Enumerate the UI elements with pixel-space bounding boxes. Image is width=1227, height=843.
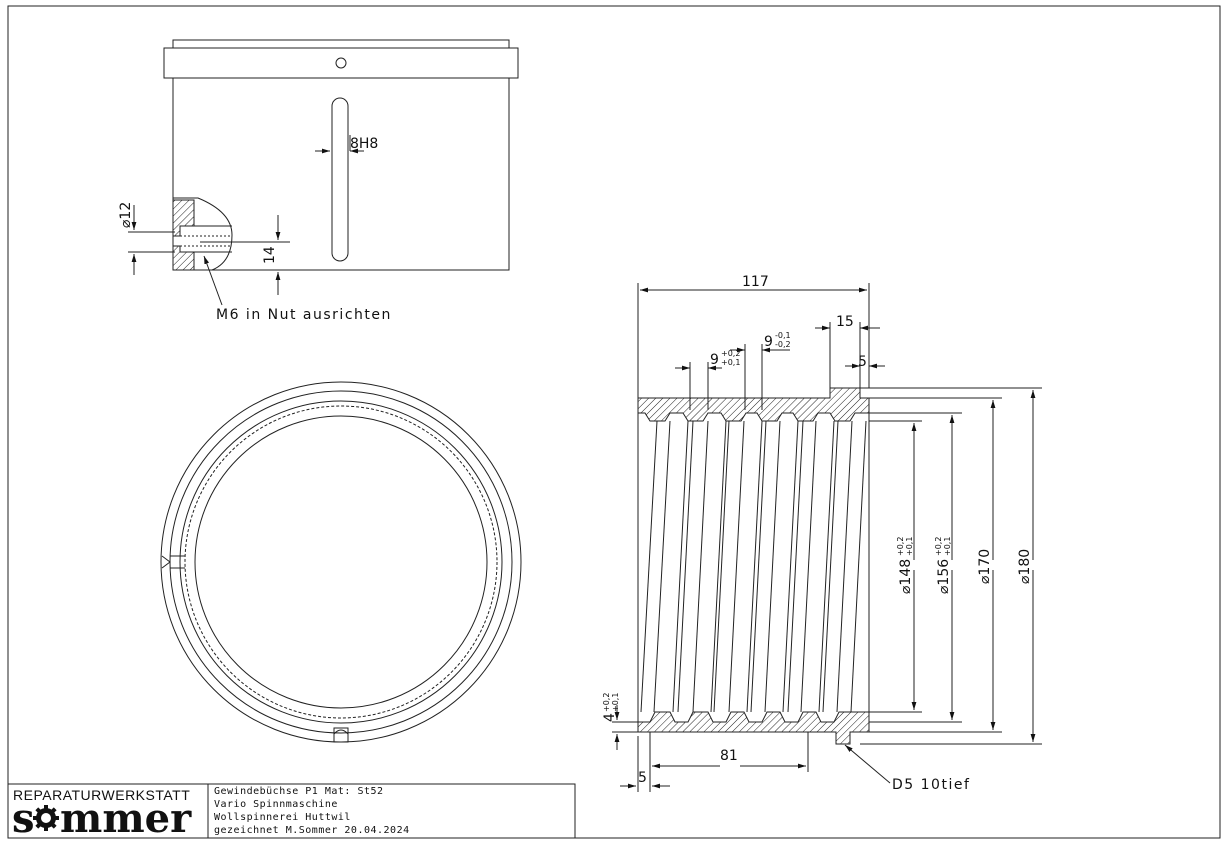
section-top-wall [637,387,870,422]
breakout-hatch-bottom [172,245,195,271]
dim-pitch-b-tol-upper: -0,1 [775,331,791,340]
dim-dia-148-tol-lower: +0,1 [905,537,914,556]
dim-bore-dia: ⌀12 [118,202,134,228]
note-thread-hole: M6 in Nut ausrichten [216,307,392,323]
section-dimensions [612,283,1042,792]
company-name: REPARATURWERKSTATT [13,787,190,803]
dim-pitch-a-tol-lower: +0,1 [721,358,740,367]
breakout-hatch-top [172,199,195,237]
dim-end-offset: 5 [638,770,647,786]
dim-dia-156-tol-upper: +0,2 [934,537,943,556]
title-block [7,783,576,839]
side-view-cap [172,39,510,49]
dim-wall-tol-upper: +0,2 [602,693,611,712]
drawing-border [7,5,1221,839]
section-thread-lines [640,420,867,713]
dim-collar-width: 15 [836,314,854,330]
end-view-inner-circle [194,415,488,709]
dim-total-length: 117 [742,274,769,290]
dim-dia-148: ⌀148 [898,559,914,594]
dim-pitch-b-tol-lower: -0,2 [775,340,791,349]
side-view-dimensions [128,135,364,306]
company-logo-text-rest: mmer [60,795,192,842]
dim-collar-offset: 5 [858,354,867,370]
title-line-2: Vario Spinnmaschine [214,799,338,810]
dim-dia-156-tol-lower: +0,1 [943,537,952,556]
side-view-pin-hole [335,57,347,69]
dim-wall: 4 [602,713,618,722]
dim-slot-width: 8H8 [350,136,378,152]
title-line-4: gezeichnet M.Sommer 20.04.2024 [214,825,410,836]
section-view [637,387,870,745]
dim-pitch-a-tol-upper: +0,2 [721,349,740,358]
title-line-3: Wollspinnerei Huttwil [214,812,351,823]
side-view-collar [163,47,519,79]
company-logo: s mmer [12,795,192,842]
dim-dia-170: ⌀170 [977,549,993,584]
section-bottom-wall [637,711,870,745]
breakout-outline [173,197,233,271]
dim-pitch-b: 9 [764,334,773,350]
dim-pitch-a: 9 [710,352,719,368]
dim-dia-180: ⌀180 [1017,549,1033,584]
end-view [160,381,522,743]
end-view-outer-circle [160,381,522,743]
dim-wall-tol-lower: +0,1 [611,693,620,712]
side-view [163,39,519,271]
dim-bore-depth: 14 [262,246,278,264]
gear-icon [33,805,59,831]
title-line-1: Gewindebüchse P1 Mat: St52 [214,786,384,797]
dim-dia-156: ⌀156 [936,559,952,594]
side-view-slot [331,97,349,262]
note-drill: D5 10tief [892,777,970,793]
side-view-body [172,77,510,271]
dim-groove-length: 81 [720,748,738,764]
dim-dia-148-tol-upper: +0,2 [896,537,905,556]
svg-text:s: s [12,795,35,842]
